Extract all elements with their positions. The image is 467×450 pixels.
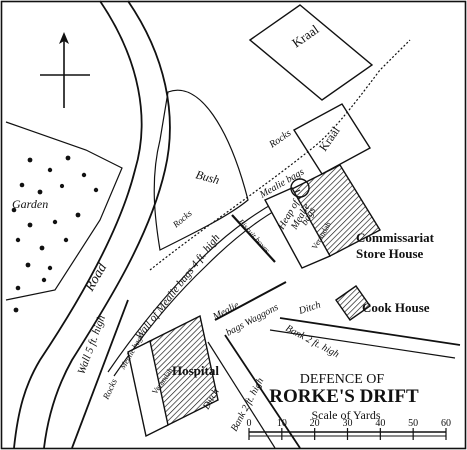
label-wall-of-mealie-bags: Wall of Mealie bags 4 ft. high [133, 232, 223, 342]
scale-label: Scale of Yards [312, 408, 381, 422]
label-hospital: Hospital [172, 363, 219, 378]
scale-ticks: 0 10 20 30 40 50 60 [247, 418, 451, 440]
label-bush: Bush [194, 167, 221, 187]
verandah-hospital [127, 339, 169, 438]
scale-tick-label: 30 [343, 418, 353, 429]
scale-tick-label: 40 [375, 418, 385, 429]
label-cook-house: Cook House [362, 300, 430, 315]
label-rocks-left: Rocks [100, 377, 119, 402]
bank-right [269, 329, 456, 359]
heap-of-mealie-bags [290, 178, 310, 198]
cook-house [335, 285, 371, 321]
label-mealie-waggons-1: Mealie [210, 300, 241, 323]
label-garden: Garden [12, 197, 48, 211]
north-arrow-icon [40, 32, 90, 108]
bush-area [153, 89, 249, 251]
biscuit-boxes [231, 214, 276, 263]
waggons [214, 281, 287, 321]
label-road: Road [82, 260, 111, 295]
scale-tick-label: 50 [408, 418, 418, 429]
title-line-1: DEFENCE OF [300, 372, 385, 387]
label-ditch-right: Ditch [297, 300, 322, 318]
label-rocks-top: Rocks [267, 128, 294, 151]
kraal-right [293, 103, 371, 175]
scale-tick-label: 0 [247, 418, 252, 429]
ditch-bottom [224, 334, 301, 449]
scale-tick-label: 60 [441, 418, 451, 429]
kraal-top [248, 4, 374, 101]
scale-tick-label: 10 [277, 418, 287, 429]
bank-bottom [207, 341, 276, 449]
title-line-2: RORKE'S DRIFT [269, 386, 419, 407]
road [13, 0, 171, 449]
ditch-right [279, 317, 461, 346]
label-commissariat-2: Store House [356, 246, 424, 261]
verandah-store [264, 187, 331, 269]
label-rocks-mid: Rocks [170, 208, 194, 230]
garden-boundary [5, 121, 123, 301]
wall-5ft [71, 299, 129, 449]
scale-tick-label: 20 [310, 418, 320, 429]
rocks-ridge [149, 39, 411, 271]
label-bank-right: Bank 2 ft. high [284, 323, 341, 360]
label-biscuit-boxes: Biscuit boxes [237, 217, 272, 255]
label-commissariat-1: Commissariat [356, 230, 435, 245]
garden-shrubs [11, 155, 99, 313]
